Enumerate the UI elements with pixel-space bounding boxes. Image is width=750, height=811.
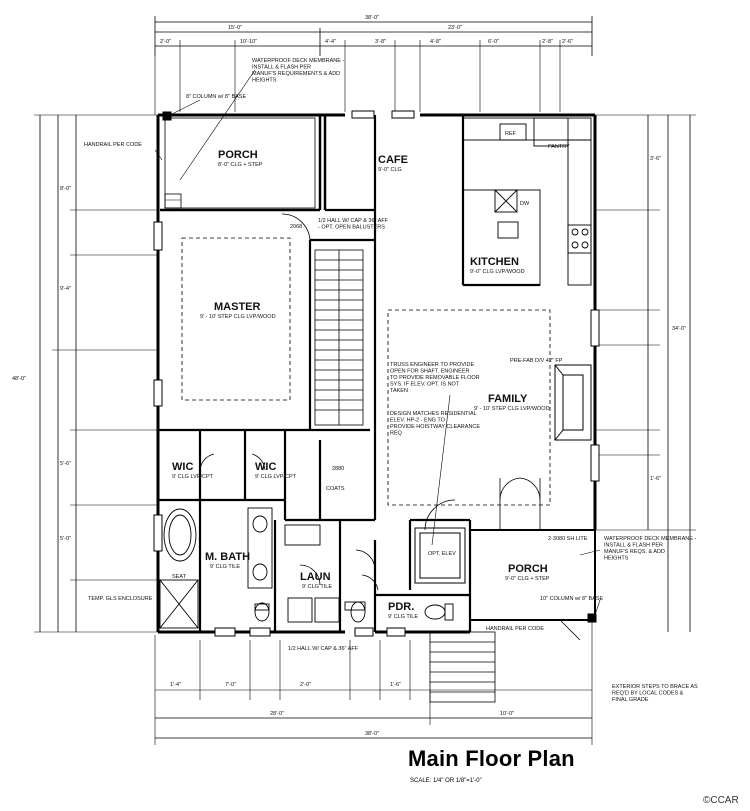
note-waterproof-top: WATERPROOF DECK MEMBRANE -INSTALL & FLAS… [252, 58, 344, 84]
room-mbath: M. BATH [205, 551, 250, 563]
dim-2-0-bottom: 2'-0" [300, 682, 311, 688]
dim-3-8: 3'-8" [375, 39, 386, 45]
dim-bottom-right: 10'-0" [500, 711, 514, 717]
dim-1-4: 1'-4" [170, 682, 181, 688]
fireplace [554, 364, 592, 441]
dim-10-10: 10'-10" [240, 39, 257, 45]
dim-2-6-top: 2'-6" [562, 39, 573, 45]
column-right [587, 613, 597, 623]
room-porch-top: PORCH [218, 149, 258, 161]
room-mbath-sub: 9' CLG TILE [210, 564, 240, 570]
coats-label: COATS [326, 486, 345, 492]
note-column-right: 10" COLUMN w/ 8" BASE [540, 596, 604, 602]
room-cafe: CAFE [378, 154, 408, 166]
dim-overall-depth: 48'-0" [12, 376, 26, 382]
dim-overall-width: 38'-0" [365, 15, 379, 21]
dim-2-8: 2'-8" [542, 39, 553, 45]
elev-label: OPT. ELEV [428, 551, 456, 557]
room-family: FAMILY [488, 393, 528, 405]
dim-5-0: 5'-0" [60, 536, 71, 542]
note-handrail-right: HANDRAIL PER CODE [486, 626, 544, 632]
leader-lines [154, 69, 601, 616]
dim-bottom-left: 28'-0" [270, 711, 284, 717]
porch-top-walls [160, 115, 327, 212]
door-2880-label: 2880 [332, 466, 344, 472]
dim-top-right: 23'-0" [448, 25, 462, 31]
dim-right-depth: 34'-0" [672, 326, 686, 332]
slider-label: 2-3080 SH LITE [548, 536, 588, 542]
note-column-top: 8" COLUMN w/ 8" BASE [186, 94, 246, 100]
exterior-steps [429, 619, 581, 703]
notes: WATERPROOF DECK MEMBRANE -INSTALL & FLAS… [84, 58, 604, 652]
dim-3-6-right: 3'-6" [650, 156, 661, 162]
dim-7-0: 7'-0" [225, 682, 236, 688]
elevator [414, 527, 466, 584]
door-2068-label: 2068 [290, 224, 302, 230]
pantry-label: PANTRY [548, 144, 570, 150]
laundry-fixtures [284, 524, 454, 623]
room-labels: PORCH 8'-0" CLG + STEP CAFE 9'-0" CLG KI… [172, 149, 550, 620]
note-half-wall-top: 1/2 HALL W/ CAP & 36" AFF- OPT. OPEN BAL… [318, 218, 389, 231]
dim-4-8: 4'-8" [430, 39, 441, 45]
door-swings [199, 213, 541, 591]
plan-title: Main Floor Plan [408, 746, 575, 771]
dim-top-left: 15'-0" [228, 25, 242, 31]
dim-4-4: 4'-4" [325, 39, 336, 45]
notes-wrapped: WATERPROOF DECK MEMBRANE -INSTALL & FLAS… [604, 536, 698, 703]
ref-label: REF [505, 131, 517, 137]
windows [153, 110, 600, 637]
room-wic-right: WIC [255, 461, 276, 473]
room-porch-bottom-sub: 9'-0" CLG + STEP [505, 576, 550, 582]
family-tray-ceiling [387, 309, 551, 506]
fireplace-label: PRE-FAB D/V 42" FP [510, 358, 563, 364]
note-half-wall-bottom: 1/2 HALL W/ CAP & 36" AFF [288, 646, 359, 652]
interior-walls [158, 115, 540, 632]
master-tray-ceiling [181, 237, 291, 401]
kitchen-counters [462, 117, 592, 286]
room-laun: LAUN [300, 571, 331, 583]
dimension-labels: 38'-0" 15'-0" 23'-0" 2'-0" 10'-10" 4'-4"… [12, 15, 686, 737]
room-kitchen-sub: 9'-0" CLG LVP/WOOD [470, 269, 525, 275]
scale-note: SCALE: 1/4" OR 1/8"=1'-0" [410, 778, 482, 784]
master-bath-fixtures [159, 507, 273, 629]
room-laun-sub: 9' CLG TILE [302, 584, 332, 590]
temp-glass-label: TEMP. GLS ENCLOSURE [88, 596, 153, 602]
dim-1-6-right: 1'-6" [650, 476, 661, 482]
dim-8-0: 8'-0" [60, 186, 71, 192]
dim-2-0-top: 2'-0" [160, 39, 171, 45]
room-master-sub: 9' - 10' STEP CLG LVP/WOOD [200, 314, 276, 320]
room-wic-left-sub: 9' CLG LVP/CPT [172, 474, 214, 480]
room-pdr-sub: 9' CLG TILE [388, 614, 418, 620]
dim-5-6: 5'-6" [60, 461, 71, 467]
column-top [162, 111, 172, 121]
room-wic-left: WIC [172, 461, 193, 473]
room-porch-top-sub: 8'-0" CLG + STEP [218, 162, 263, 168]
room-kitchen: KITCHEN [470, 256, 519, 268]
stairs [314, 249, 364, 426]
room-wic-right-sub: 9' CLG LVP/CPT [255, 474, 297, 480]
room-master: MASTER [214, 301, 261, 313]
dim-6-0: 6'-0" [488, 39, 499, 45]
dw-label: DW [520, 201, 530, 207]
dim-bottom-overall: 38'-0" [365, 731, 379, 737]
fixture-labels: SEAT TEMP. GLS ENCLOSURE COATS OPT. ELEV… [88, 131, 588, 602]
dim-9-4: 9'-4" [60, 286, 71, 292]
note-waterproof-right: WATERPROOF DECK MEMBRANE -INSTALL & FLAS… [604, 536, 696, 562]
porch-top-deck [164, 117, 316, 209]
room-family-sub: 9' - 10' STEP CLG LVP/WOOD [474, 406, 550, 412]
room-pdr: PDR. [388, 601, 414, 613]
porch-bottom-walls [470, 529, 596, 621]
note-handrail-left: HANDRAIL PER CODE [84, 142, 142, 148]
dim-1-6-bottom: 1'-6" [390, 682, 401, 688]
watermark: ©CCAR [703, 795, 739, 806]
room-porch-bottom: PORCH [508, 563, 548, 575]
room-cafe-sub: 9'-0" CLG [378, 167, 402, 173]
seat-label: SEAT [172, 574, 187, 580]
